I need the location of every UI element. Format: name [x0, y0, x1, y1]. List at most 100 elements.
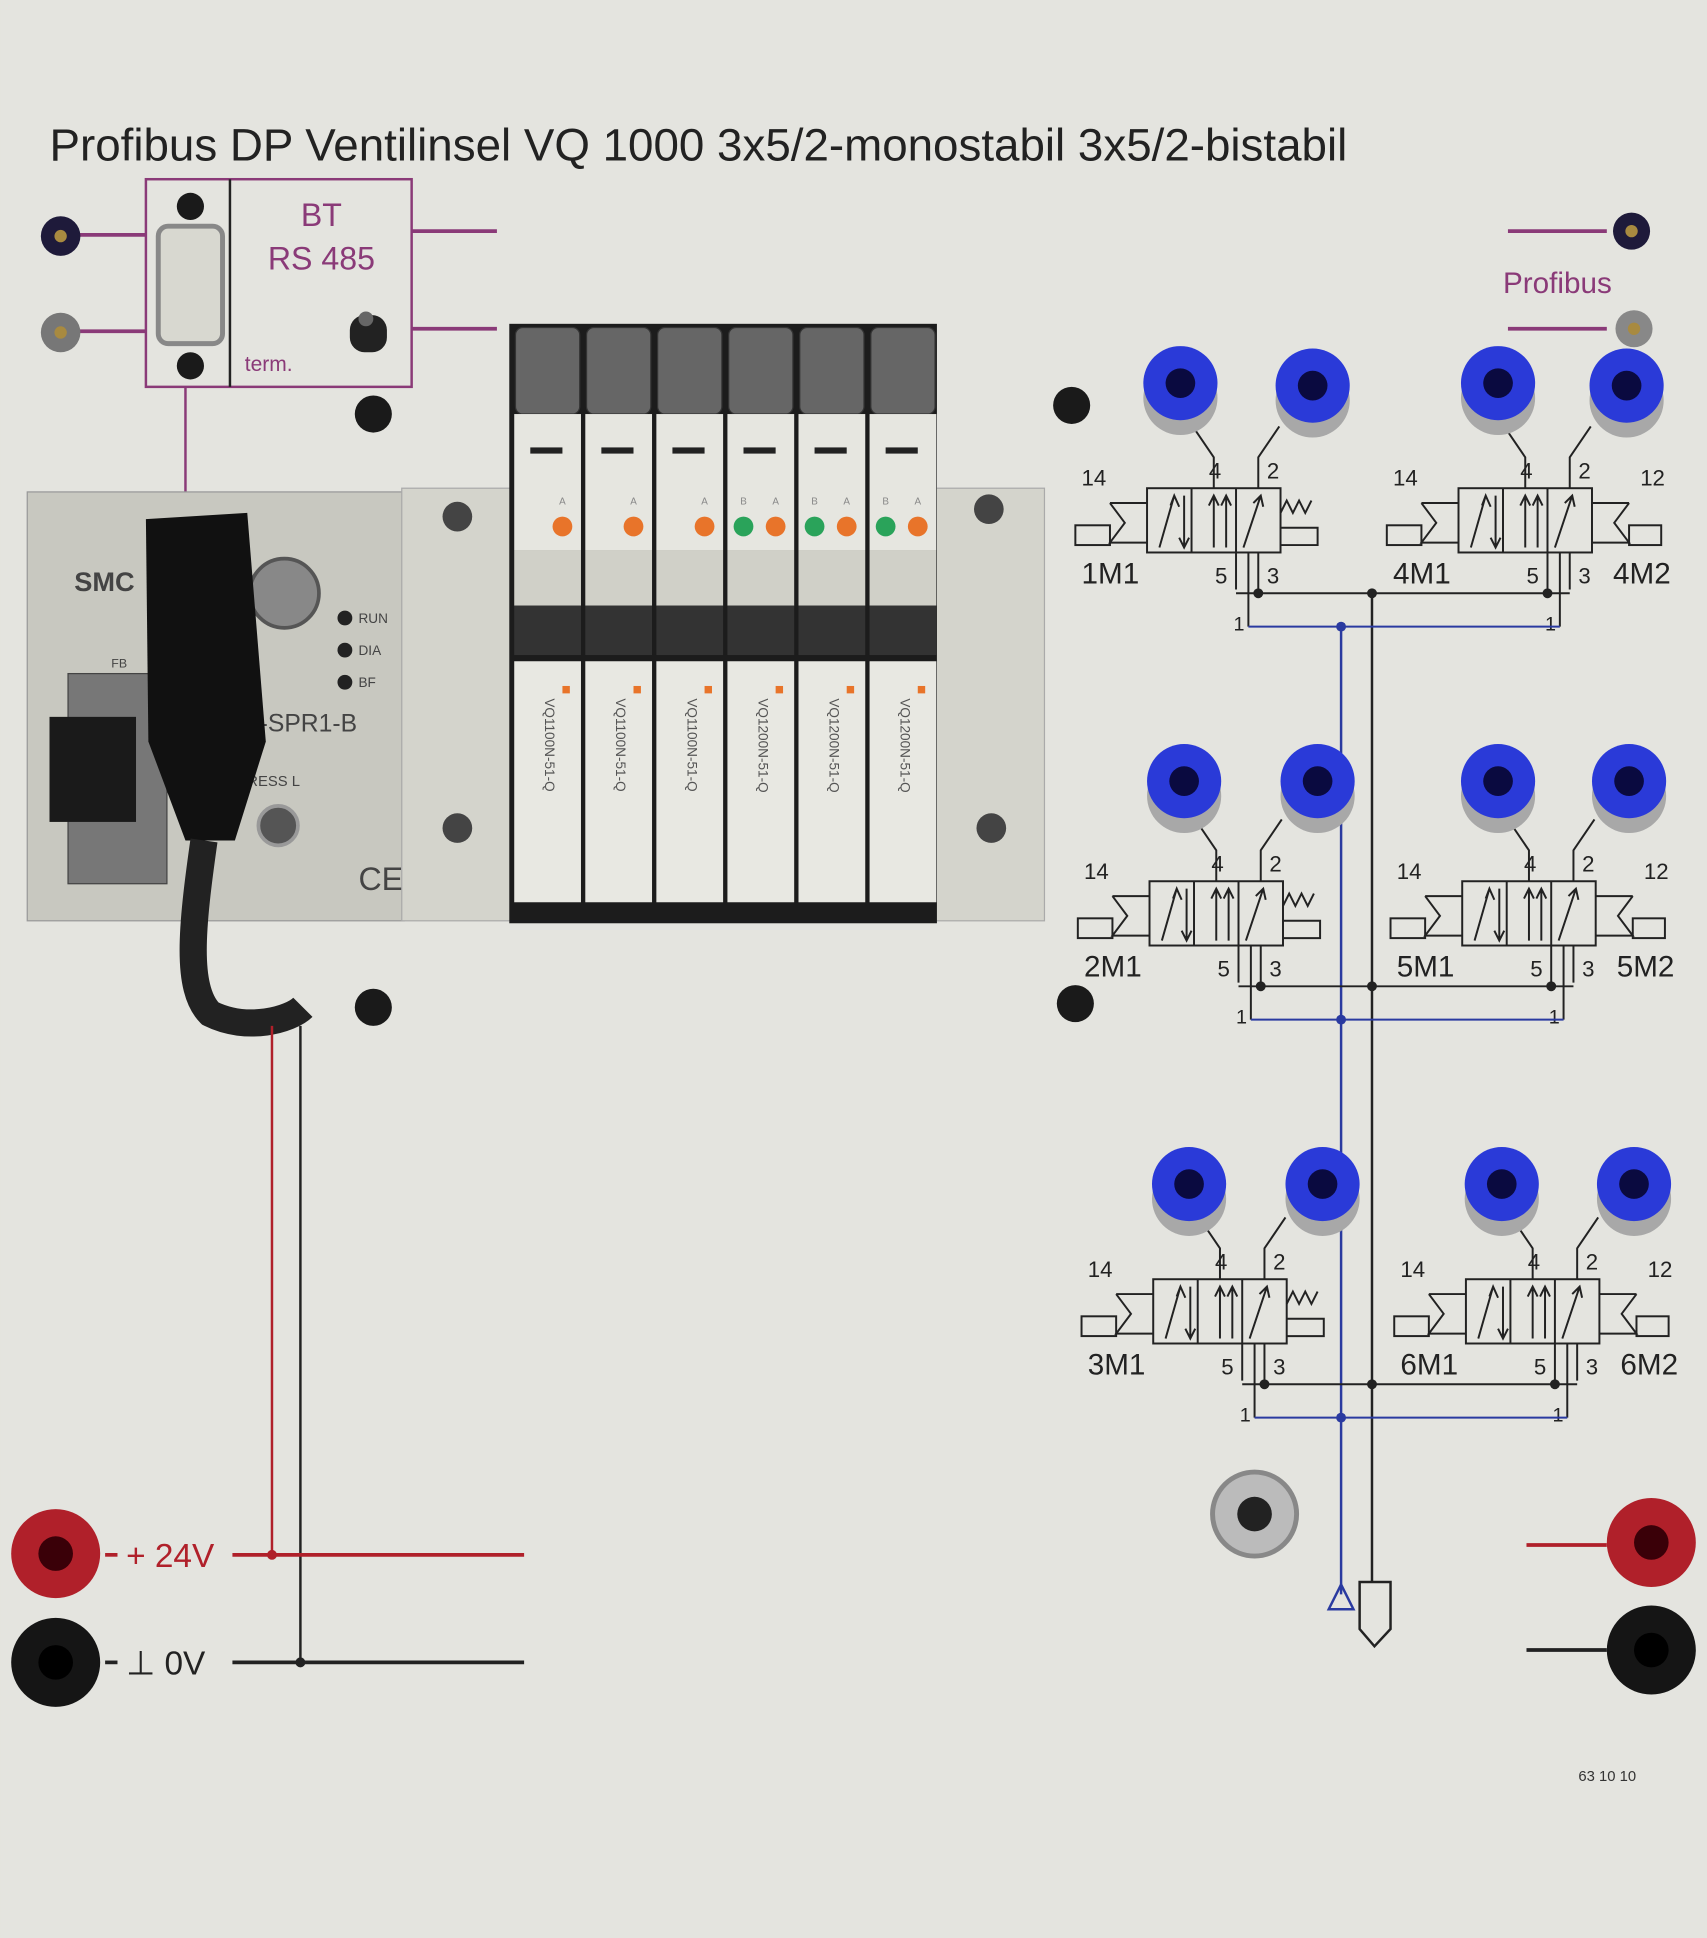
push-in-fitting[interactable] — [1460, 744, 1536, 834]
port-1-label: 1 — [1552, 1404, 1563, 1426]
port-2-label: 2 — [1269, 851, 1281, 876]
valve-status-led — [836, 516, 857, 537]
coil-label: 1M1 — [1082, 557, 1140, 590]
profibus-plug[interactable] — [145, 512, 266, 841]
port-4-label: 4 — [1211, 851, 1223, 876]
valve-part-number: VQ1100N-51-Q — [613, 698, 628, 791]
port-2-label: 2 — [1578, 458, 1590, 483]
port-4-label: 4 — [1524, 851, 1536, 876]
port-5-label: 5 — [1534, 1354, 1546, 1379]
led-letter: A — [559, 496, 566, 507]
led-letter: A — [772, 496, 779, 507]
valve-status-led — [733, 516, 754, 537]
screw-icon — [176, 352, 204, 380]
port-1-label: 1 — [1236, 1006, 1247, 1028]
port-3-label: 3 — [1582, 956, 1594, 981]
zero-v-label: ⊥ 0V — [126, 1646, 206, 1683]
push-in-fitting[interactable] — [1460, 346, 1536, 436]
coil-label: 6M1 — [1400, 1348, 1458, 1381]
manual-override-button[interactable] — [585, 326, 652, 415]
valve-manifold: AVQ1100N-51-QAVQ1100N-51-QAVQ1100N-51-QB… — [401, 323, 1046, 924]
led-dia — [337, 642, 353, 658]
smc-brand: SMC — [74, 566, 134, 597]
push-in-fitting[interactable] — [1147, 744, 1222, 834]
manual-override-button[interactable] — [514, 326, 581, 415]
jack-0v-left[interactable] — [11, 1617, 101, 1707]
fb-label: FB — [111, 656, 127, 670]
led-run-label: RUN — [358, 611, 387, 626]
port-3-label: 3 — [1267, 563, 1279, 588]
port-1-label: 1 — [1549, 1006, 1560, 1028]
ce-mark: CE — [358, 861, 403, 897]
connector-nut — [247, 556, 321, 630]
profibus-cable — [179, 838, 313, 1037]
push-in-fitting[interactable] — [1285, 1146, 1360, 1236]
exhaust-symbol-icon — [1326, 1581, 1356, 1611]
port-5-label: 5 — [1221, 1354, 1233, 1379]
led-run — [337, 610, 353, 626]
port-5-label: 5 — [1215, 563, 1227, 588]
port-1-label: 1 — [1240, 1404, 1251, 1426]
sub-d-connector[interactable] — [155, 223, 226, 347]
coil-label: 2M1 — [1084, 950, 1142, 983]
plus-24v-label: + 24V — [126, 1538, 215, 1575]
module-model: -SPR1-B — [260, 711, 357, 738]
jack-24v-right[interactable] — [1606, 1497, 1696, 1587]
port-12-label: 12 — [1648, 1257, 1673, 1282]
valve-status-led — [875, 516, 896, 537]
port-4-label: 4 — [1528, 1249, 1540, 1274]
rs485-label: RS 485 — [268, 240, 375, 276]
led-bf-label: BF — [358, 675, 375, 690]
led-letter: A — [701, 496, 708, 507]
push-in-fitting[interactable] — [1151, 1146, 1227, 1236]
push-in-fitting[interactable] — [1589, 348, 1664, 438]
supply-port-fitting[interactable] — [1210, 1469, 1300, 1559]
led-dia-label: DIA — [358, 643, 382, 658]
port-3-label: 3 — [1273, 1354, 1285, 1379]
push-in-fitting[interactable] — [1143, 346, 1218, 436]
valve-status-led — [552, 516, 573, 537]
valve-part-number: VQ1100N-51-Q — [684, 698, 699, 791]
manual-override-button[interactable] — [870, 326, 936, 415]
push-in-fitting[interactable] — [1596, 1146, 1672, 1236]
valve-status-led — [907, 516, 928, 537]
port-2-label: 2 — [1586, 1249, 1598, 1274]
port-2-label: 2 — [1582, 851, 1594, 876]
coil-label: 4M2 — [1613, 557, 1671, 590]
manual-override-button[interactable] — [728, 326, 794, 415]
valve-part-number: VQ1200N-51-Q — [897, 698, 912, 792]
jack-0v-right[interactable] — [1606, 1605, 1696, 1695]
term-label: term. — [245, 353, 293, 376]
serial-number: 63 10 10 — [1578, 1769, 1636, 1785]
port-4-label: 4 — [1520, 458, 1532, 483]
bt-label: BT — [301, 197, 342, 233]
termination-toggle-switch[interactable] — [349, 311, 387, 353]
led-letter: B — [811, 496, 818, 507]
address-switch[interactable] — [256, 803, 300, 848]
port-3-label: 3 — [1586, 1354, 1598, 1379]
valve-status-led — [765, 516, 786, 537]
jack-24v-left[interactable] — [11, 1509, 101, 1599]
valve-status-led — [623, 516, 644, 537]
push-in-fitting[interactable] — [1464, 1146, 1539, 1236]
led-letter: A — [630, 496, 637, 507]
manual-override-button[interactable] — [799, 326, 865, 415]
push-in-fitting[interactable] — [1275, 348, 1350, 438]
push-in-fitting[interactable] — [1280, 744, 1355, 834]
manual-override-button[interactable] — [656, 326, 723, 415]
port-14-label: 14 — [1400, 1257, 1425, 1282]
coil-label: 3M1 — [1088, 1348, 1146, 1381]
port-3-label: 3 — [1578, 563, 1590, 588]
push-in-fitting[interactable] — [1591, 744, 1667, 834]
screw-icon — [176, 192, 204, 221]
coil-label: 5M1 — [1397, 950, 1455, 983]
led-letter: A — [914, 496, 921, 507]
